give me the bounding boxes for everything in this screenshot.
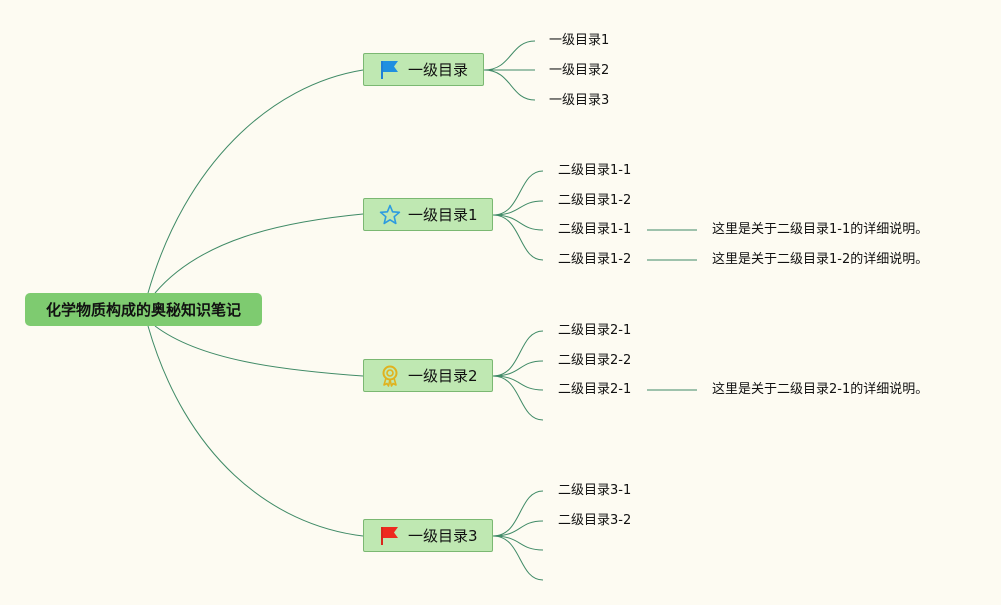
topic2-connector-1 — [492, 170, 544, 216]
topic-label: 一级目录 — [408, 61, 469, 79]
leaf-node[interactable]: 二级目录1-1 — [558, 163, 632, 178]
blue-star-icon — [378, 203, 402, 227]
leaf-node[interactable]: 二级目录3-2 — [558, 513, 632, 528]
leaf-node[interactable]: 二级目录1-1 — [558, 222, 632, 237]
leaf-node[interactable]: 二级目录2-1 — [558, 382, 632, 397]
topic-node-4[interactable]: 一级目录3 — [363, 519, 493, 552]
topic-node-3[interactable]: 一级目录2 — [363, 359, 493, 392]
leaf-node[interactable]: 二级目录1-2 — [558, 252, 632, 267]
blue-flag-icon — [378, 58, 402, 82]
leaf-node[interactable]: 二级目录3-1 — [558, 483, 632, 498]
topic3-connector-2 — [492, 360, 544, 377]
topic4-connector-1 — [492, 490, 544, 537]
note-text: 这里是关于二级目录2-1的详细说明。 — [712, 382, 929, 397]
red-flag-icon — [378, 524, 402, 548]
leaf-node[interactable]: 一级目录2 — [549, 63, 610, 78]
topic-label: 一级目录2 — [408, 367, 478, 385]
leaf-node[interactable]: 二级目录2-1 — [558, 323, 632, 338]
topic2-connector-3 — [492, 214, 544, 231]
topic2-connector-4 — [492, 214, 544, 261]
leaf-node[interactable]: 二级目录2-2 — [558, 353, 632, 368]
topic3-connector-3 — [492, 375, 544, 391]
root-label: 化学物质构成的奥秘知识笔记 — [45, 301, 241, 319]
topic-node-1[interactable]: 一级目录 — [363, 53, 484, 86]
root-connector-4 — [147, 325, 364, 537]
topic4-connector-3 — [492, 535, 544, 551]
topic1-connector-1 — [483, 40, 536, 71]
note-text: 这里是关于二级目录1-1的详细说明。 — [712, 222, 929, 237]
topic4-connector-4 — [492, 535, 544, 581]
root-node[interactable]: 化学物质构成的奥秘知识笔记 — [25, 293, 262, 326]
root-connector-1 — [147, 69, 364, 294]
topic2-connector-2 — [492, 200, 544, 216]
topic3-connector-1 — [492, 330, 544, 377]
leaf-node[interactable]: 一级目录1 — [549, 33, 610, 48]
topic-label: 一级目录1 — [408, 206, 478, 224]
topic4-connector-2 — [492, 520, 544, 537]
gold-award-icon — [378, 364, 402, 388]
topic3-connector-4 — [492, 375, 544, 421]
leaf-node[interactable]: 二级目录1-2 — [558, 193, 632, 208]
topic-node-2[interactable]: 一级目录1 — [363, 198, 493, 231]
topic-label: 一级目录3 — [408, 527, 478, 545]
note-text: 这里是关于二级目录1-2的详细说明。 — [712, 252, 929, 267]
root-connector-2 — [154, 213, 364, 294]
leaf-node[interactable]: 一级目录3 — [549, 93, 610, 108]
topic1-connector-3 — [483, 69, 536, 101]
root-connector-3 — [154, 325, 364, 377]
